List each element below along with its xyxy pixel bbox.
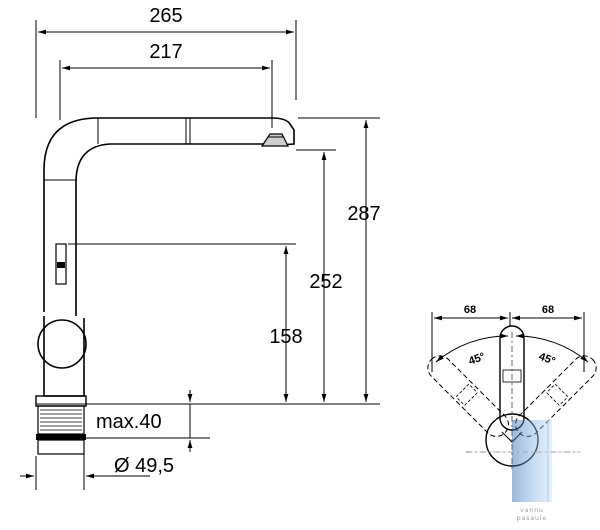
dimension-lines [20, 20, 380, 490]
angle-arc-right [515, 333, 589, 363]
spout-outline-outer [43, 117, 295, 312]
watermark-line2: pasaule [517, 515, 547, 522]
dim-lever-height: 158 [269, 326, 302, 348]
dim-hole-diameter: Ø 49,5 [114, 455, 174, 477]
spout-outline-inner [75, 143, 268, 316]
dim-right-offset: 68 [542, 304, 554, 316]
watermark-logo: vannu pasaule [470, 420, 580, 522]
dim-spout-reach: 217 [149, 41, 182, 63]
dim-total-height: 287 [347, 203, 380, 225]
dim-right-angle: 45° [537, 351, 557, 368]
body-lower [43, 316, 85, 397]
dim-overall-width: 265 [149, 5, 182, 27]
spray-head [260, 133, 289, 147]
dim-left-angle: 45° [467, 351, 487, 368]
dim-left-offset: 68 [464, 304, 476, 316]
dim-spout-height: 252 [309, 271, 342, 293]
watermark-line1: vannu [520, 507, 544, 514]
lock-nut [36, 434, 86, 440]
faucet-side-view [35, 117, 295, 455]
dim-max-thickness: max.40 [96, 411, 162, 433]
lever-knob [37, 319, 87, 369]
faucet-top-view [427, 312, 597, 470]
angle-arc-left [435, 333, 509, 363]
